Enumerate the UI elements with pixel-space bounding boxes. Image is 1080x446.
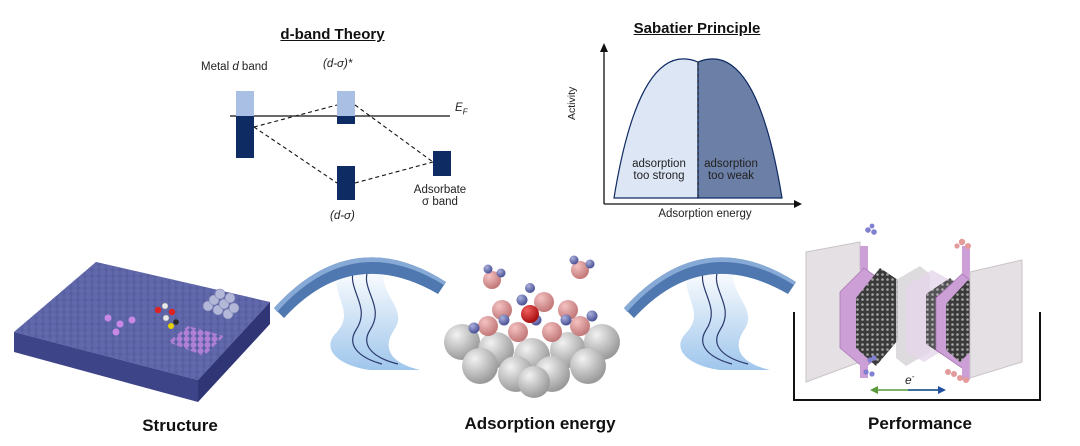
sabatier-plot <box>600 43 802 208</box>
x-axis-arrow <box>794 200 802 208</box>
antibonding-label: (d-σ)* <box>323 58 353 70</box>
catalyst-surface-slab-icon <box>14 262 270 402</box>
fermi-label: EF <box>455 102 468 117</box>
adsorbate-state <box>433 151 451 176</box>
river-bridge-icon <box>624 257 796 370</box>
electrochemical-cell-icon <box>793 223 1041 401</box>
performance-label: Performance <box>868 414 972 433</box>
structure-label: Structure <box>142 416 218 435</box>
y-axis-arrow <box>600 43 608 52</box>
river-bridge-icon <box>274 257 446 370</box>
right-plate <box>969 259 1023 379</box>
sabatier-title: Sabatier Principle <box>633 20 761 37</box>
bonding-label: (d-σ) <box>330 210 355 222</box>
antibonding-empty <box>337 91 355 116</box>
metal-dband-label: Metal d band <box>201 61 268 73</box>
antibonding-filled <box>337 116 355 124</box>
metal-dband-empty <box>236 91 254 116</box>
bonding-state <box>337 166 355 200</box>
dband-title: d-band Theory <box>280 26 385 43</box>
adsorbate-on-nanoparticle-icon <box>444 255 620 398</box>
volcano-right <box>697 58 783 199</box>
volcano-left <box>613 58 699 199</box>
electron-label: e- <box>905 372 915 387</box>
sabatier-ylabel: Activity <box>566 86 578 120</box>
metal-dband-filled <box>236 116 254 158</box>
sabatier-xlabel: Adsorption energy <box>658 208 752 220</box>
adsorption-energy-label: Adsorption energy <box>464 414 616 433</box>
dband-diagram <box>230 91 451 200</box>
